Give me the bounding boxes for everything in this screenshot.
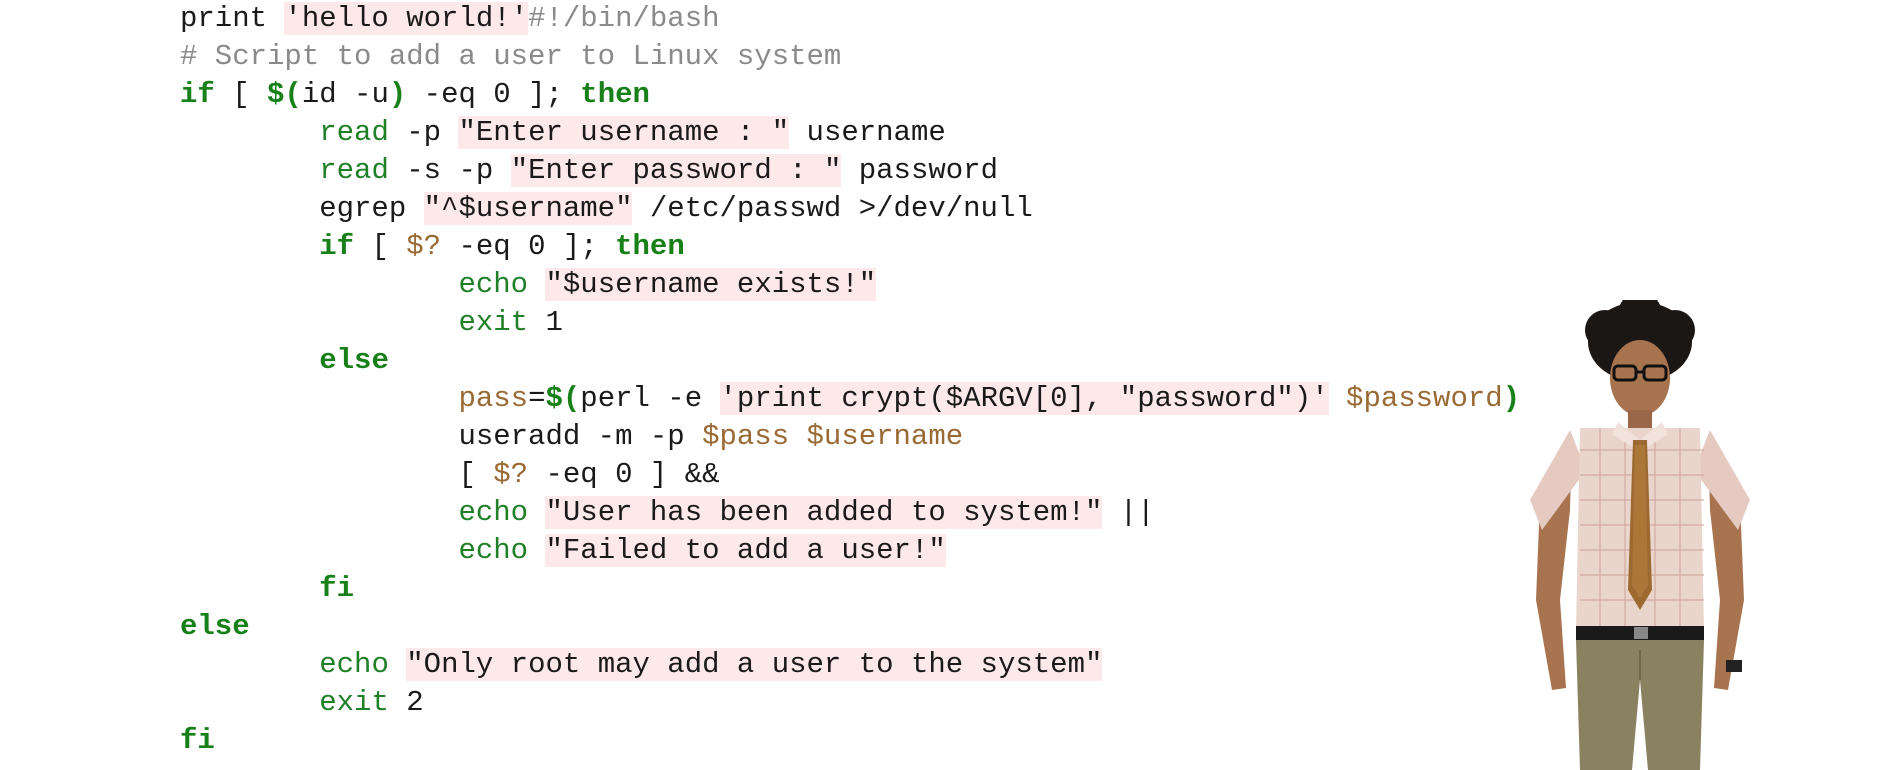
code-token: "User has been added to system!"	[545, 496, 1103, 529]
code-token: )	[1502, 382, 1521, 415]
code-line: egrep "^$username" /etc/passwd >/dev/nul…	[180, 190, 1520, 228]
code-token: read	[319, 154, 389, 187]
code-token: perl -e	[580, 382, 720, 415]
code-token: "Failed to add a user!"	[545, 534, 946, 567]
code-token	[180, 496, 458, 529]
code-line: # Script to add a user to Linux system	[180, 38, 1520, 76]
code-token: then	[580, 78, 650, 111]
code-line: if [ $(id -u) -eq 0 ]; then	[180, 76, 1520, 114]
code-token	[180, 382, 458, 415]
code-line: read -s -p "Enter password : " password	[180, 152, 1520, 190]
code-token: print	[180, 2, 285, 35]
code-token	[180, 230, 319, 263]
code-token	[528, 534, 545, 567]
code-token: useradd -m -p	[180, 420, 703, 453]
code-line: echo "Failed to add a user!"	[180, 532, 1520, 570]
code-token: else	[180, 610, 250, 643]
code-token: exit	[458, 306, 529, 339]
code-token: -eq 0 ];	[441, 230, 616, 263]
code-line: else	[180, 342, 1520, 380]
code-token: egrep	[180, 192, 424, 225]
code-token: echo	[458, 268, 529, 301]
code-token: "$username exists!"	[545, 268, 877, 301]
code-line: fi	[180, 722, 1520, 760]
code-token: $(	[267, 78, 302, 111]
code-token: password	[841, 154, 998, 187]
code-token	[528, 496, 545, 529]
code-line: exit 2	[180, 684, 1520, 722]
code-token: "Only root may add a user to the system"	[406, 648, 1103, 681]
code-line: exit 1	[180, 304, 1520, 342]
code-token: "Enter username : "	[458, 116, 790, 149]
code-token: "^$username"	[423, 192, 633, 225]
code-line: useradd -m -p $pass $username	[180, 418, 1520, 456]
code-token	[528, 268, 545, 301]
code-token: )	[388, 78, 407, 111]
code-token: if	[319, 230, 355, 263]
code-token: $password	[1346, 382, 1503, 415]
code-line: echo "Only root may add a user to the sy…	[180, 646, 1520, 684]
code-token: -p	[388, 116, 459, 149]
code-token: $?	[406, 230, 442, 263]
code-token: id -u	[301, 78, 389, 111]
code-token: $?	[493, 458, 529, 491]
code-token: #!/bin/bash	[528, 2, 720, 35]
code-token: exit	[319, 686, 389, 719]
code-token	[180, 116, 319, 149]
code-token: pass	[458, 382, 529, 415]
code-token: echo	[458, 534, 529, 567]
code-token: -eq 0 ];	[406, 78, 581, 111]
code-token: 'hello world!'	[284, 2, 529, 35]
code-token: /etc/passwd >/dev/null	[632, 192, 1033, 225]
code-listing: print 'hello world!'#!/bin/bash# Script …	[180, 0, 1520, 760]
code-token: then	[615, 230, 685, 263]
code-token: "Enter password : "	[510, 154, 842, 187]
person-figure-icon	[1530, 300, 1750, 770]
code-line: echo "User has been added to system!" ||	[180, 494, 1520, 532]
code-token	[389, 648, 406, 681]
code-token: $pass	[702, 420, 790, 453]
code-line: print 'hello world!'#!/bin/bash	[180, 0, 1520, 38]
code-token	[180, 572, 319, 605]
code-line: read -p "Enter username : " username	[180, 114, 1520, 152]
code-token: 'print crypt($ARGV[0], "password")'	[719, 382, 1329, 415]
code-token: echo	[458, 496, 529, 529]
code-token: fi	[319, 572, 355, 605]
code-token: [	[214, 78, 268, 111]
code-token: fi	[180, 724, 215, 757]
code-token	[180, 154, 319, 187]
code-token	[180, 306, 458, 339]
code-token: if	[180, 78, 215, 111]
code-token: =	[528, 382, 546, 415]
code-token: echo	[319, 648, 389, 681]
code-token	[1329, 382, 1346, 415]
code-token	[789, 420, 806, 453]
code-token: [	[354, 230, 407, 263]
code-token: username	[789, 116, 946, 149]
code-token	[180, 344, 319, 377]
code-token: # Script to add a user to Linux system	[180, 40, 842, 73]
code-token: 2	[388, 686, 424, 719]
code-line: pass=$(perl -e 'print crypt($ARGV[0], "p…	[180, 380, 1520, 418]
code-token: [	[180, 458, 494, 491]
code-token: -eq 0 ] &&	[528, 458, 720, 491]
code-token	[180, 268, 458, 301]
code-token	[180, 534, 458, 567]
code-line: [ $? -eq 0 ] &&	[180, 456, 1520, 494]
code-token: $username	[806, 420, 964, 453]
code-token	[180, 686, 319, 719]
code-token	[180, 648, 319, 681]
code-line: echo "$username exists!"	[180, 266, 1520, 304]
code-token: 1	[528, 306, 563, 339]
code-token: -s -p	[388, 154, 511, 187]
code-token: else	[319, 344, 389, 377]
code-line: else	[180, 608, 1520, 646]
code-line: fi	[180, 570, 1520, 608]
code-token: $(	[545, 382, 581, 415]
code-token: ||	[1102, 496, 1155, 529]
code-token: read	[319, 116, 389, 149]
code-line: if [ $? -eq 0 ]; then	[180, 228, 1520, 266]
